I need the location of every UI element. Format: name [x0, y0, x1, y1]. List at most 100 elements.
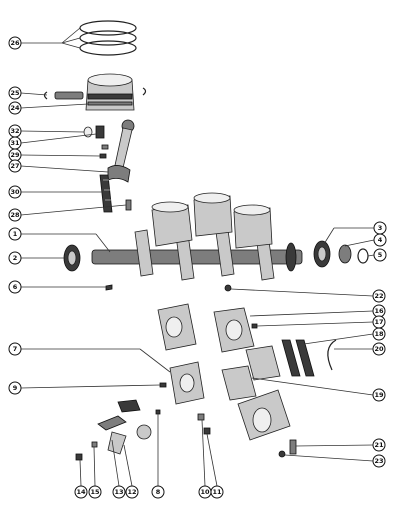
- callout-label: 20: [374, 345, 384, 353]
- callout-26: 26: [8, 36, 22, 50]
- callout-label: 23: [374, 457, 383, 465]
- upper-main-housing: [213, 307, 255, 353]
- piston-pin: [54, 91, 84, 100]
- callout-24: 24: [8, 101, 22, 115]
- callout-6: 6: [8, 280, 22, 294]
- callout-7: 7: [8, 342, 22, 356]
- callout-16: 16: [372, 304, 386, 318]
- snap-ring: [357, 248, 369, 264]
- callout-label: 27: [10, 162, 19, 170]
- callout-label: 6: [13, 283, 18, 291]
- callout-label: 29: [10, 151, 20, 159]
- bearing-sleeve: [338, 244, 352, 264]
- callout-label: 32: [10, 127, 19, 135]
- callout-31: 31: [8, 136, 22, 150]
- callout-label: 25: [10, 89, 20, 97]
- callout-label: 15: [90, 488, 100, 496]
- screw-15: [91, 441, 98, 448]
- callout-3: 3: [373, 221, 387, 235]
- center-main-bearing: [157, 303, 197, 351]
- callout-label: 30: [10, 188, 20, 196]
- piston-rings: [79, 20, 137, 56]
- callout-32: 32: [8, 124, 22, 138]
- callout-18: 18: [372, 327, 386, 341]
- needle-bearing-cage: [99, 174, 113, 213]
- callout-label: 19: [374, 391, 384, 399]
- pin-retainers: [43, 87, 147, 100]
- callout-1: 1: [8, 227, 22, 241]
- callout-12: 12: [125, 485, 139, 499]
- bolt-21: [289, 439, 297, 455]
- crankshaft-pistons: [151, 192, 273, 249]
- callout-8: 8: [151, 485, 165, 499]
- dowel-22: [224, 284, 232, 292]
- upper-ball-bearing: [313, 240, 331, 268]
- callout-label: 4: [378, 236, 383, 244]
- retainer-ring-20: [327, 339, 337, 371]
- callout-label: 22: [374, 292, 383, 300]
- callout-label: 26: [10, 39, 20, 47]
- lower-main-housing: [237, 389, 291, 441]
- callout-label: 8: [156, 488, 161, 496]
- leader-lines: [20, 27, 375, 487]
- pin-9: [159, 382, 167, 388]
- connecting-rod: [107, 119, 135, 183]
- lower-ball-bearing: [63, 244, 81, 272]
- callout-21: 21: [372, 438, 386, 452]
- callout-label: 11: [212, 488, 222, 496]
- callout-27: 27: [8, 159, 22, 173]
- rod-screw: [99, 144, 109, 159]
- needle-bearing-18: [281, 339, 315, 377]
- callout-label: 16: [374, 307, 384, 315]
- callout-19: 19: [372, 388, 386, 402]
- reed-stop: [136, 424, 152, 440]
- callout-17: 17: [372, 315, 386, 329]
- callout-10: 10: [198, 485, 212, 499]
- bearing-race-halves: [221, 345, 281, 401]
- callout-14: 14: [74, 485, 88, 499]
- screw-17: [251, 323, 258, 329]
- callout-20: 20: [372, 342, 386, 356]
- cap-screw: [125, 199, 132, 211]
- callout-label: 18: [374, 330, 384, 338]
- needle-bearing-small: [95, 125, 105, 139]
- callout-label: 28: [10, 211, 20, 219]
- callout-label: 14: [76, 488, 86, 496]
- callout-11: 11: [210, 485, 224, 499]
- callout-13: 13: [112, 485, 126, 499]
- crankshaft: [91, 229, 303, 281]
- callout-29: 29: [8, 148, 22, 162]
- callout-5: 5: [373, 248, 387, 262]
- callout-label: 24: [10, 104, 20, 112]
- callout-label: 13: [114, 488, 123, 496]
- small-pin-6: [105, 284, 113, 291]
- callout-25: 25: [8, 86, 22, 100]
- center-main-bearing-lower: [169, 361, 205, 405]
- screw-14: [75, 453, 83, 461]
- callout-label: 12: [127, 488, 136, 496]
- callout-label: 9: [13, 384, 18, 392]
- pin-8: [155, 409, 161, 415]
- callout-label: 17: [374, 318, 383, 326]
- callout-23: 23: [372, 454, 386, 468]
- reed-plates: [97, 399, 141, 455]
- callout-2: 2: [8, 251, 22, 265]
- callout-label: 10: [200, 488, 210, 496]
- callout-label: 2: [13, 254, 18, 262]
- washer-23: [278, 450, 286, 458]
- washers-10-11: [197, 413, 211, 435]
- callout-label: 1: [13, 230, 18, 238]
- callout-22: 22: [372, 289, 386, 303]
- callout-9: 9: [8, 381, 22, 395]
- callout-30: 30: [8, 185, 22, 199]
- callout-label: 3: [378, 224, 383, 232]
- piston-top: [85, 73, 135, 111]
- callout-label: 5: [378, 251, 383, 259]
- callout-4: 4: [373, 233, 387, 247]
- callout-label: 7: [13, 345, 18, 353]
- callout-label: 21: [374, 441, 384, 449]
- callout-15: 15: [88, 485, 102, 499]
- callout-28: 28: [8, 208, 22, 222]
- callout-label: 31: [10, 139, 20, 147]
